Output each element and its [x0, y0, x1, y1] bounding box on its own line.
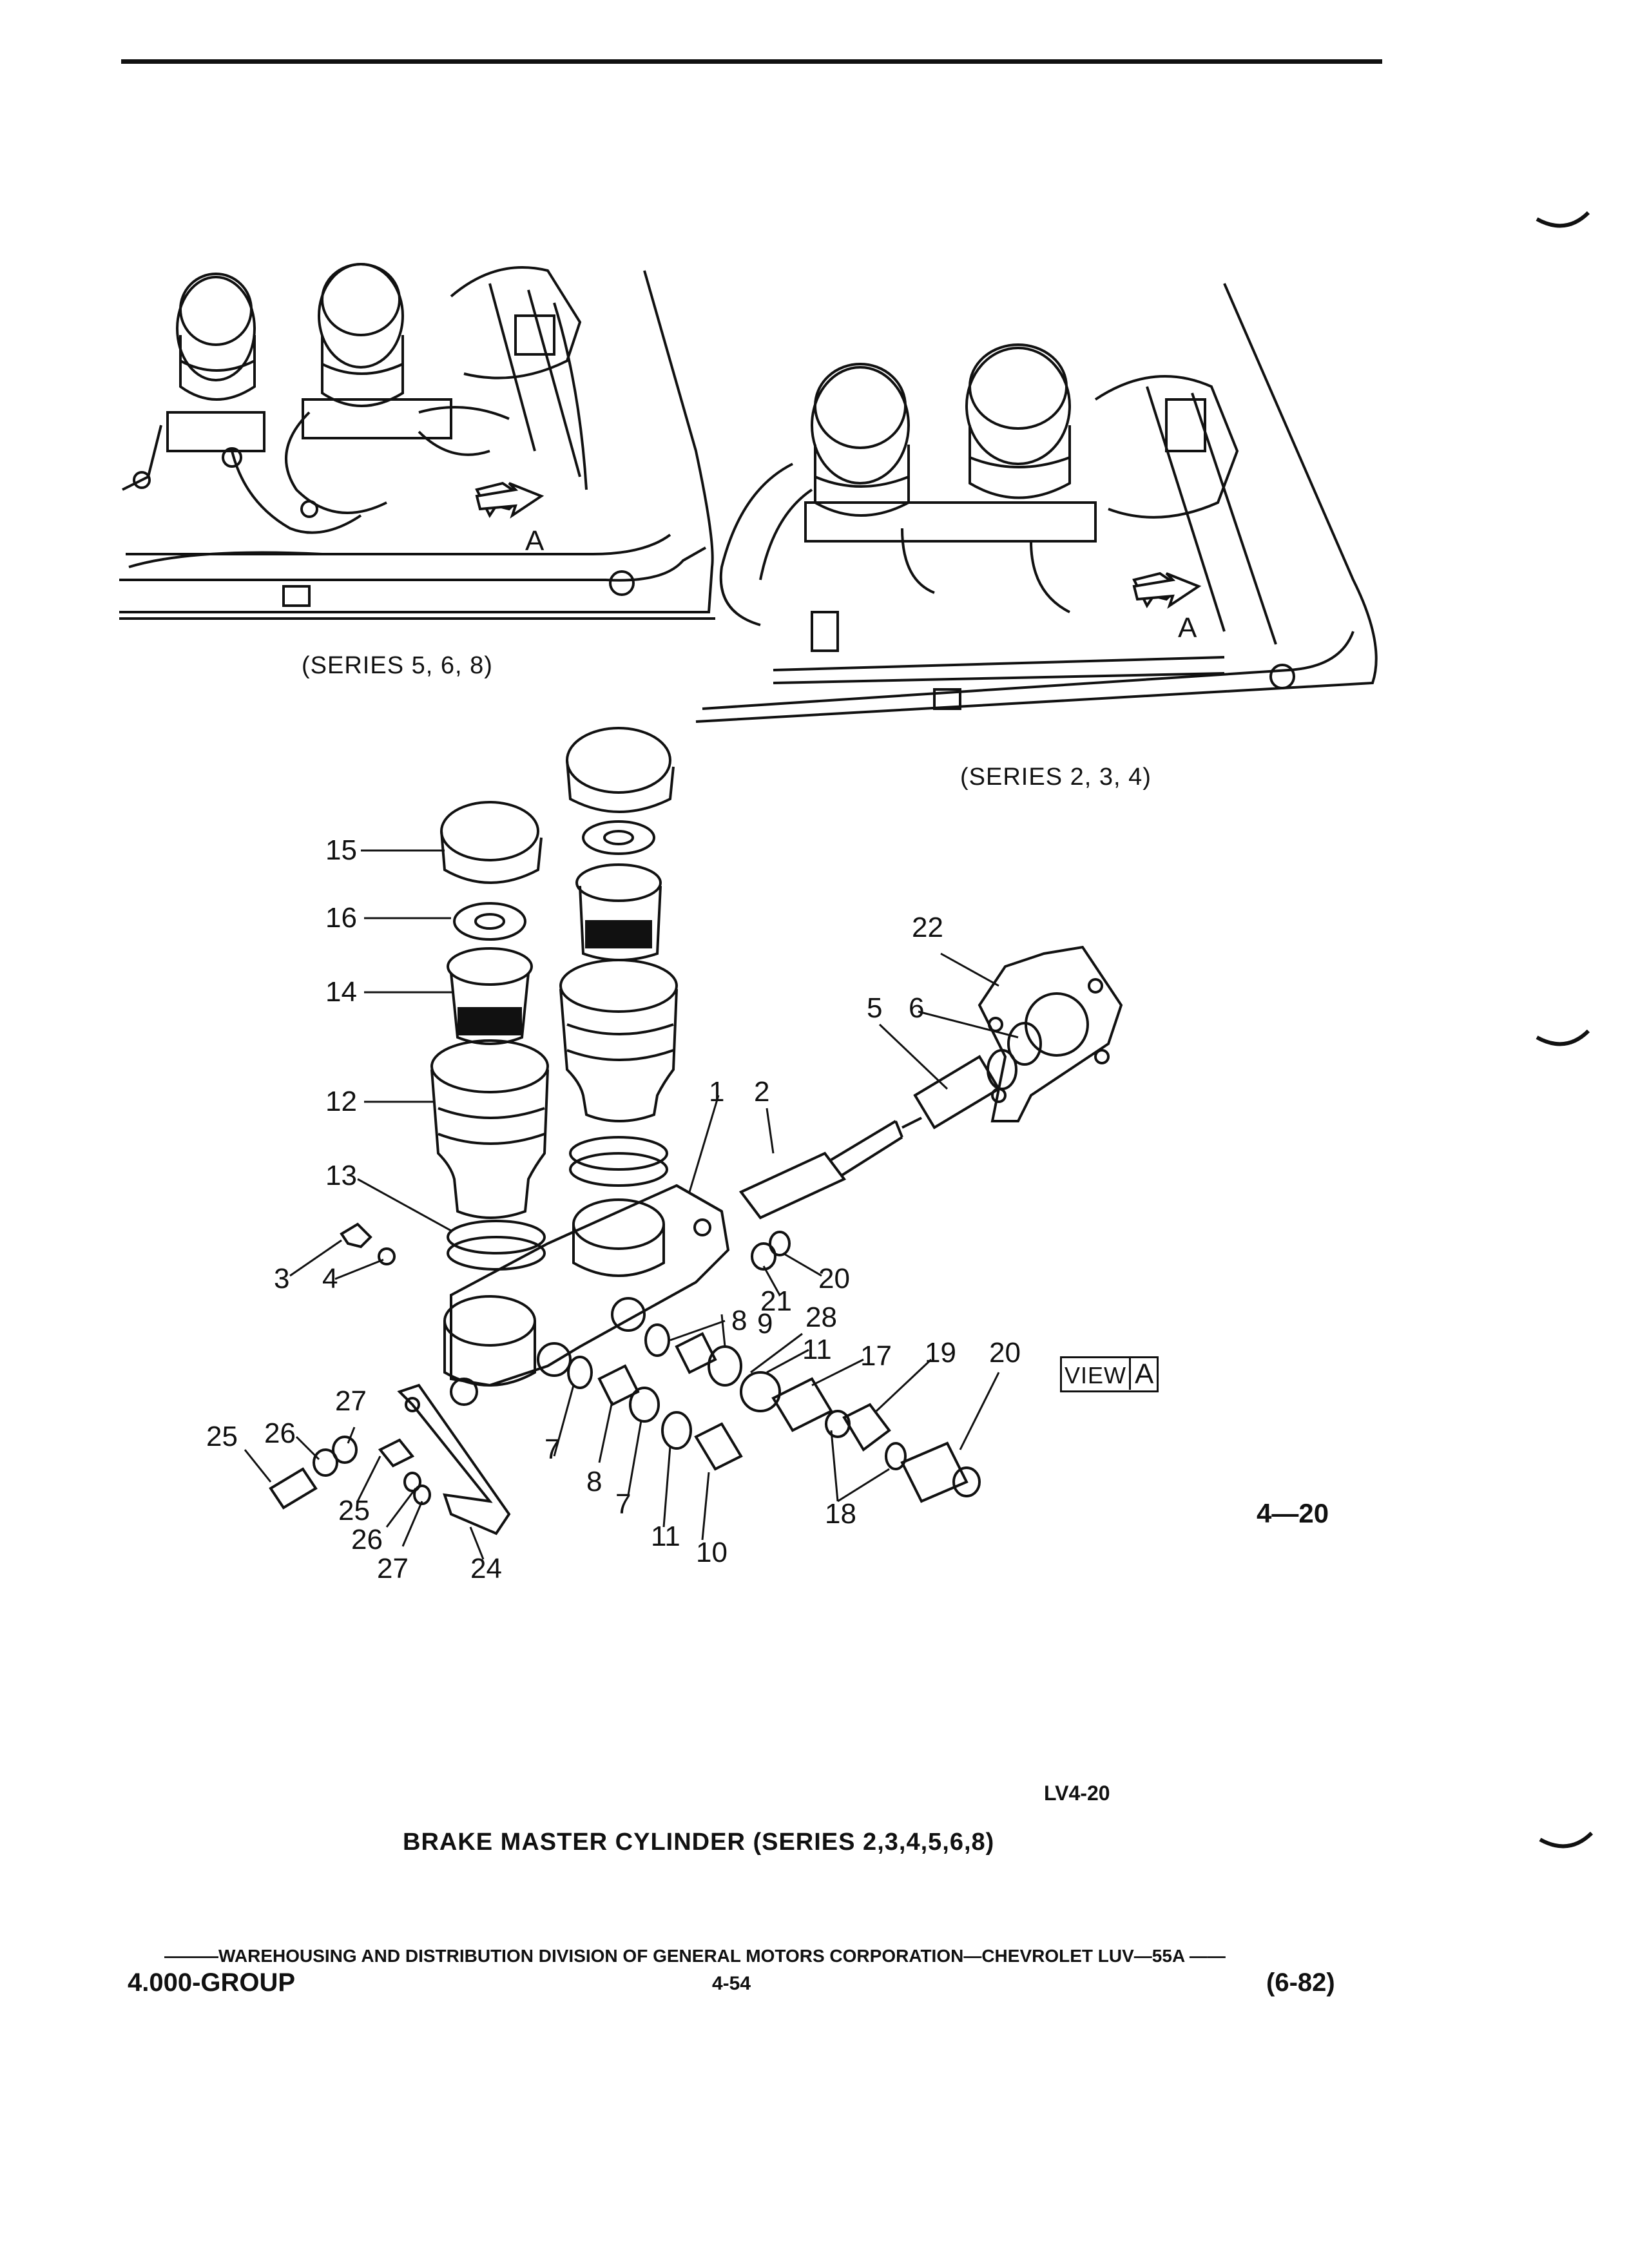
- callout-21: 20: [818, 1263, 850, 1294]
- callout-28: 28: [805, 1302, 837, 1333]
- callout-27-top: 27: [335, 1385, 367, 1417]
- callout-22: 21: [760, 1285, 792, 1317]
- view-letter: A: [1129, 1358, 1155, 1390]
- exploded-assembly: [269, 727, 1123, 1535]
- margin-mark: [1539, 1831, 1594, 1849]
- view-label: VIEW: [1065, 1362, 1127, 1389]
- footer-date: (6-82): [1266, 1968, 1335, 1997]
- callout-16: 16: [325, 902, 357, 934]
- callout-25-mid: 25: [338, 1495, 370, 1526]
- callout-26-left: 26: [264, 1418, 296, 1449]
- callout-8-left: 7: [545, 1434, 561, 1465]
- callout-3: 3: [274, 1263, 290, 1294]
- arrow-a-left: [475, 482, 545, 519]
- callout-10: 10: [696, 1537, 728, 1568]
- top-rule: [121, 59, 1382, 64]
- footer-page-number: 4-54: [712, 1973, 751, 1994]
- callout-24: 24: [470, 1553, 502, 1584]
- series-2-3-4-view: [695, 283, 1378, 723]
- callout-9-right: 9: [757, 1308, 773, 1340]
- callout-27-bottom: 27: [377, 1553, 409, 1584]
- callout-8-right: 8: [731, 1305, 747, 1336]
- figure-caption: BRAKE MASTER CYLINDER (SERIES 2,3,4,5,6,…: [403, 1829, 995, 1856]
- series-5-6-8-view: [119, 263, 715, 620]
- callout-15: 15: [325, 834, 357, 866]
- series-label-right: (SERIES 2, 3, 4): [960, 764, 1152, 791]
- callout-9-left: 8: [586, 1466, 602, 1497]
- arrow-label-right: A: [1178, 612, 1197, 644]
- callout-17: 17: [860, 1340, 892, 1372]
- callout-1: 1: [709, 1076, 725, 1108]
- callout-14: 14: [325, 976, 357, 1008]
- callout-7: 7: [615, 1488, 631, 1520]
- callout-23: 22: [912, 912, 943, 943]
- callout-12: 12: [325, 1086, 357, 1117]
- series-label-left: (SERIES 5, 6, 8): [302, 652, 493, 679]
- arrow-a-right: [1132, 572, 1202, 609]
- callout-19: 19: [925, 1337, 956, 1369]
- callout-11-left: 11: [651, 1521, 680, 1552]
- callout-5: 5: [867, 992, 883, 1024]
- callout-26-mid: 26: [351, 1524, 383, 1555]
- footer-group: 4.000-GROUP: [128, 1968, 296, 1997]
- callout-2: 2: [754, 1076, 770, 1108]
- callout-6: 6: [909, 992, 925, 1024]
- callout-11-right: 11: [802, 1334, 832, 1365]
- footer-division-line: ———WAREHOUSING AND DISTRIBUTION DIVISION…: [164, 1946, 1226, 1966]
- callout-18: 18: [825, 1498, 856, 1530]
- leader-lines: [244, 849, 1019, 1560]
- figure-number: 4—20: [1257, 1498, 1329, 1528]
- margin-mark: [1536, 1029, 1590, 1046]
- callout-20: 20: [989, 1337, 1021, 1369]
- figure-code: LV4-20: [1044, 1782, 1110, 1805]
- arrow-label-left: A: [525, 525, 545, 557]
- callout-4: 4: [322, 1263, 338, 1294]
- callout-13: 13: [325, 1160, 357, 1191]
- margin-mark: [1536, 211, 1590, 228]
- callout-25-left: 25: [206, 1421, 238, 1452]
